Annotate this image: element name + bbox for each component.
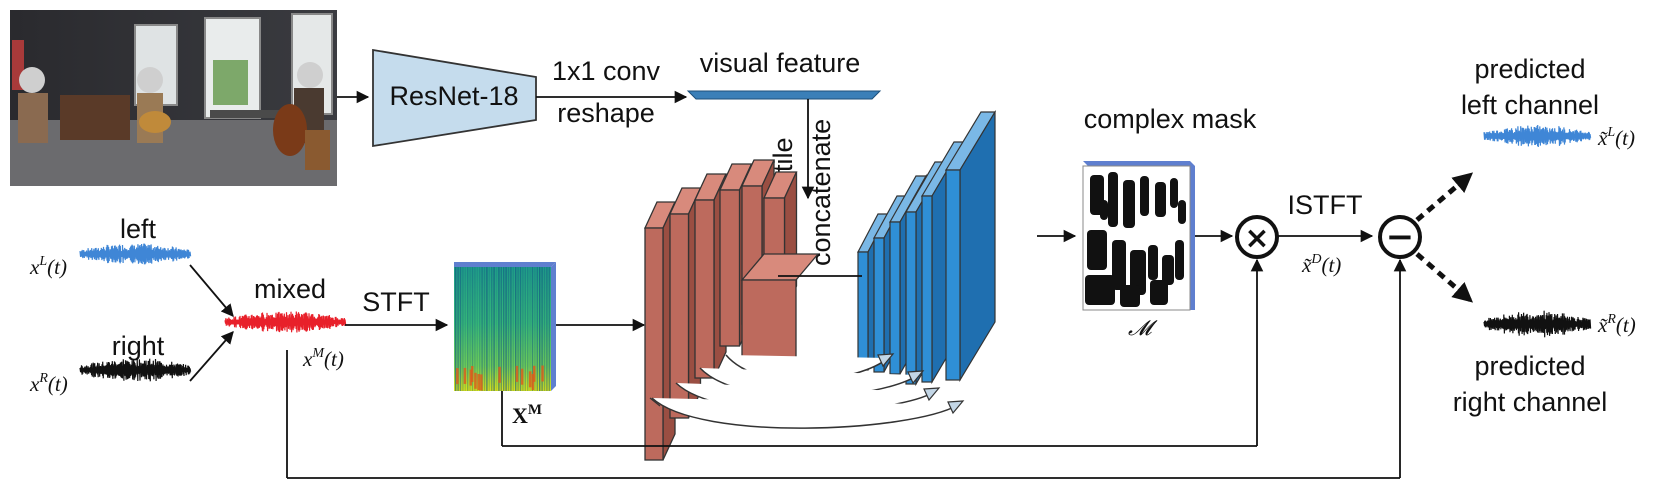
predicted-right-waveform [1483,310,1592,338]
to-right-output-arrow [1415,252,1474,303]
complex-mask-label: complex mask [1084,104,1257,134]
istft-label: ISTFT [1288,190,1363,220]
left-label: left [120,214,157,244]
x-diff-math: x̃D(t) [1301,252,1341,277]
predicted-left-waveform [1483,124,1592,148]
right-to-mixed-arrow [189,331,234,382]
svg-text:−: − [1386,217,1415,257]
visual-feature-bar [686,90,882,100]
resnet-block [372,48,537,148]
stft-label: STFT [362,287,430,317]
mask-symbol: 𝓜 [1128,316,1158,340]
x-left-math: xL(t) [29,254,67,279]
pred-right-line1: predicted [1474,351,1585,381]
spectrogram-icon [454,262,556,391]
x-right-math: xR(t) [29,371,68,396]
left-waveform [79,243,192,265]
mixed-label: mixed [254,274,326,304]
svg-text:xR(t): xR(t) [29,371,68,396]
svg-text:x̃L(t): x̃L(t) [1597,125,1635,150]
right-waveform [79,358,192,382]
to-left-output-arrow [1415,172,1474,222]
right-label: right [112,331,165,361]
subtract-operator-icon: − [1378,215,1422,259]
reshape-label: reshape [557,98,655,128]
pred-left-line2: left channel [1461,90,1599,120]
x-pred-right-math: x̃R(t) [1597,312,1636,337]
decoder-stack [857,109,997,387]
skip-connections [649,353,965,429]
svg-text:×: × [1244,221,1269,256]
pred-right-line2: right channel [1453,387,1608,417]
multiply-operator-icon: × [1235,215,1279,259]
svg-text:x̃R(t): x̃R(t) [1597,312,1636,337]
mixed-waveform [224,311,347,333]
concatenate-label: concatenate [806,119,836,266]
X-mixed-math: XM [512,402,542,428]
complex-mask-icon [1082,161,1195,311]
x-pred-left-math: x̃L(t) [1597,125,1635,150]
resnet-label: ResNet-18 [389,81,518,111]
conv-label: 1x1 conv [552,56,661,86]
x-mixed-math: xM(t) [302,346,344,371]
visual-feature-label: visual feature [700,48,861,78]
svg-text:XM: XM [512,402,542,428]
left-to-mixed-arrow [189,264,234,317]
pred-left-line1: predicted [1474,54,1585,84]
svg-text:x̃D(t): x̃D(t) [1301,252,1341,277]
encoder-stack [643,159,820,461]
svg-text:xM(t): xM(t) [302,346,344,371]
room-photo-icon [10,10,337,186]
svg-text:xL(t): xL(t) [29,254,67,279]
